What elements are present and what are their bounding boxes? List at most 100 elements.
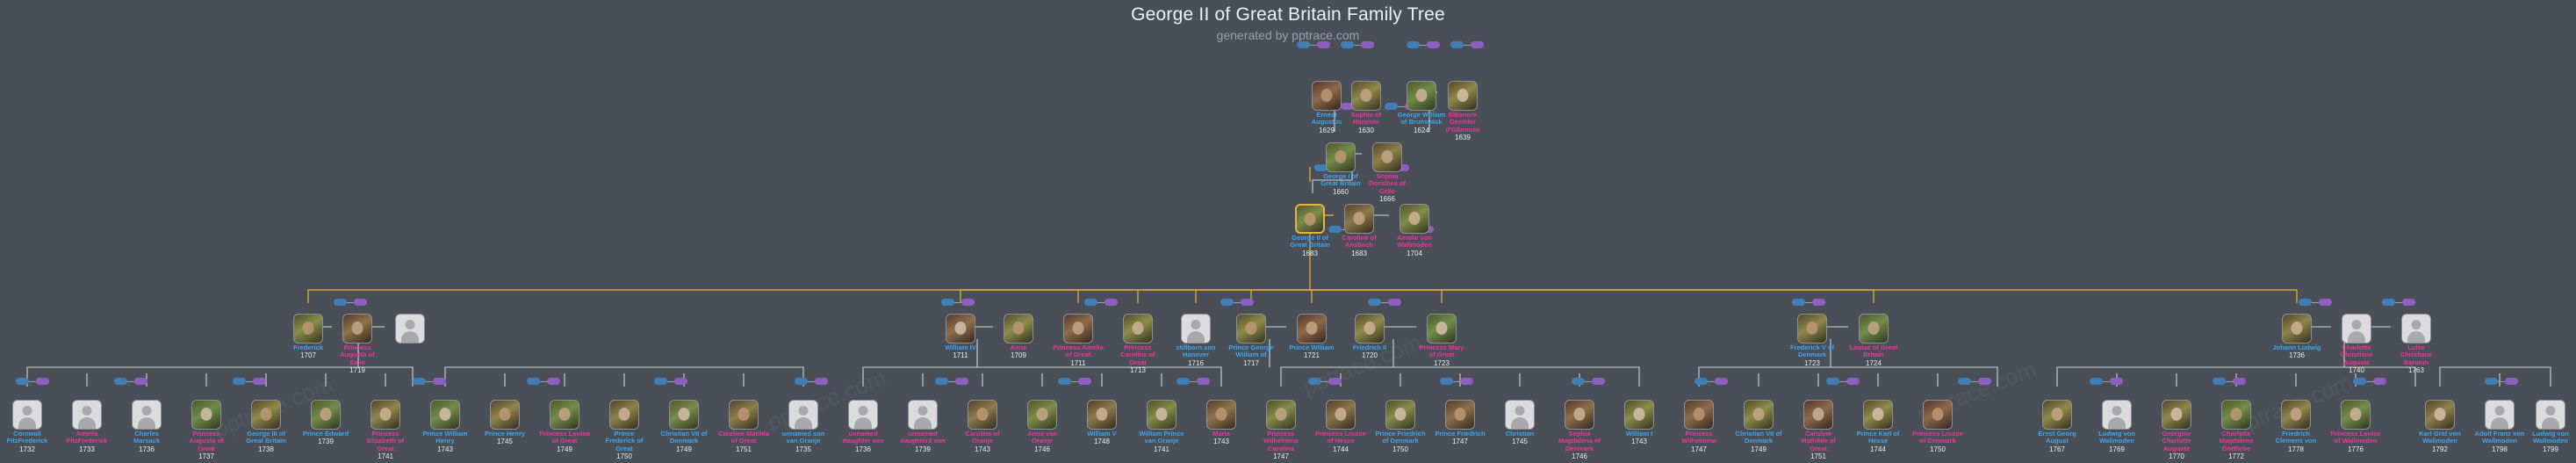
person-portrait[interactable] [1087,400,1117,430]
person-portrait[interactable] [1295,204,1325,234]
person-portrait[interactable] [1797,314,1827,344]
person-placeholder-avatar-icon[interactable] [1505,400,1535,430]
marriage-chip-pair[interactable] [1084,299,1119,306]
person-portrait[interactable] [490,400,520,430]
marriage-chip-pair[interactable] [1407,41,1442,48]
person-portrait[interactable] [2282,314,2312,344]
female-chip[interactable] [1317,41,1330,48]
female-chip[interactable] [2319,299,2332,306]
person-portrait[interactable] [293,314,323,344]
marriage-chip-pair[interactable] [2299,299,2334,306]
person-placeholder-avatar-icon[interactable] [132,400,162,430]
male-chip[interactable] [1407,41,1420,48]
male-chip[interactable] [233,378,246,385]
male-chip[interactable] [2382,299,2395,306]
male-chip[interactable] [1058,378,1071,385]
person-portrait[interactable] [729,400,759,430]
person-portrait[interactable] [1863,400,1893,430]
marriage-chip-pair[interactable] [1308,378,1343,385]
person-portrait[interactable] [311,400,341,430]
person-portrait[interactable] [1427,314,1457,344]
male-chip[interactable] [1450,41,1464,48]
person-portrait[interactable] [1624,400,1654,430]
male-chip[interactable] [1220,299,1234,306]
person-portrait[interactable] [2281,400,2311,430]
marriage-chip-pair[interactable] [1958,378,1993,385]
person-placeholder-avatar-icon[interactable] [2102,400,2132,430]
person-portrait[interactable] [2341,400,2371,430]
male-chip[interactable] [1176,378,1190,385]
marriage-chip-pair[interactable] [1440,378,1475,385]
marriage-chip-pair[interactable] [2485,378,2520,385]
marriage-chip-pair[interactable] [1572,378,1607,385]
marriage-chip-pair[interactable] [233,378,268,385]
marriage-chip-pair[interactable] [1792,299,1827,306]
marriage-chip-pair[interactable] [1176,378,1212,385]
marriage-chip-pair[interactable] [2090,378,2125,385]
person-portrait[interactable] [609,400,639,430]
female-chip[interactable] [354,299,367,306]
marriage-chip-pair[interactable] [1450,41,1486,48]
female-chip[interactable] [815,378,828,385]
marriage-chip-pair[interactable] [935,378,970,385]
person-portrait[interactable] [1266,400,1296,430]
male-chip[interactable] [1792,299,1805,306]
marriage-chip-pair[interactable] [1368,299,1403,306]
person-portrait[interactable] [1445,400,1475,430]
person-portrait[interactable] [1923,400,1953,430]
female-chip[interactable] [1427,41,1440,48]
female-chip[interactable] [2110,378,2123,385]
female-chip[interactable] [1078,378,1091,385]
male-chip[interactable] [2213,378,2226,385]
female-chip[interactable] [674,378,687,385]
person-placeholder-avatar-icon[interactable] [908,400,938,430]
male-chip[interactable] [334,299,347,306]
person-portrait[interactable] [1859,314,1889,344]
female-chip[interactable] [1241,299,1254,306]
person-portrait[interactable] [1004,314,1033,344]
person-portrait[interactable] [550,400,579,430]
person-portrait[interactable] [1448,81,1478,111]
female-chip[interactable] [36,378,49,385]
female-chip[interactable] [2505,378,2518,385]
person-portrait[interactable] [1147,400,1176,430]
